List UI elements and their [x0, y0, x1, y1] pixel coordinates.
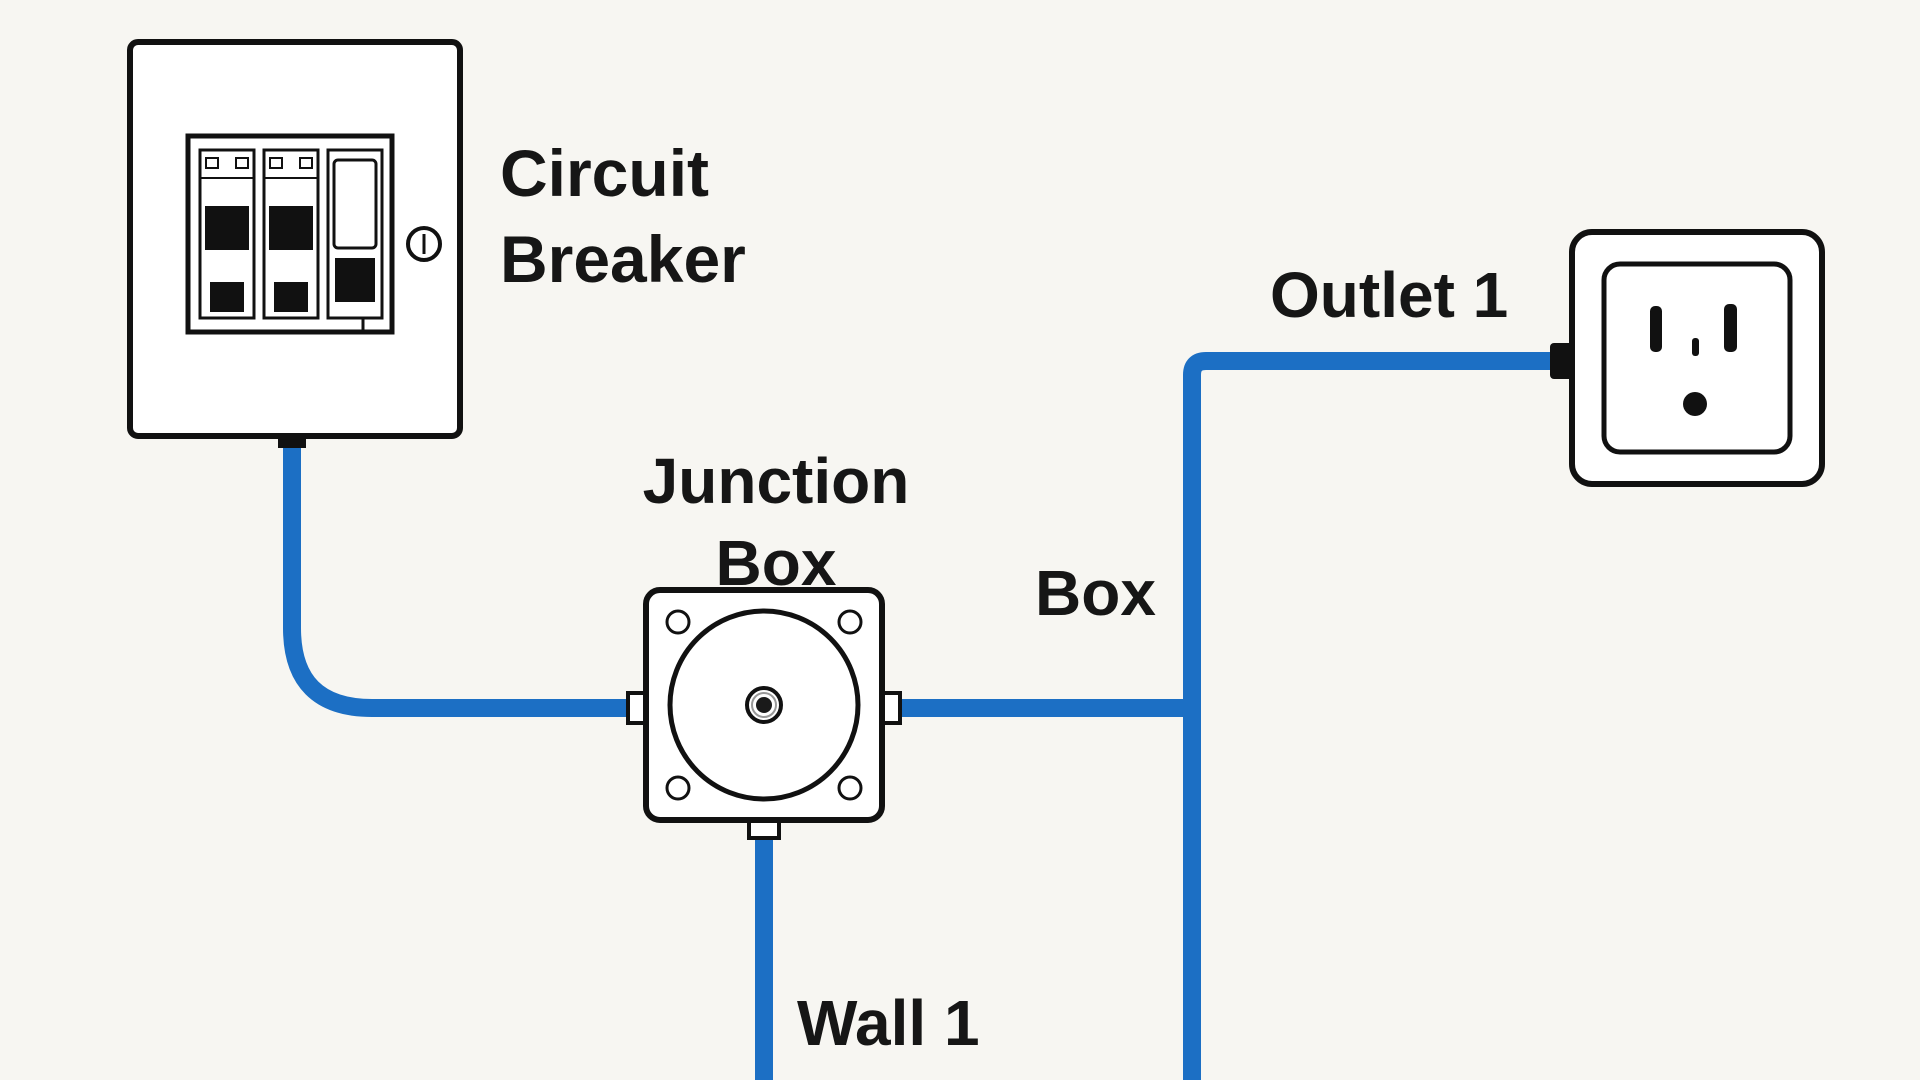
breaker-switch-1: [198, 148, 256, 320]
circuit-breaker-label: Circuit Breaker: [500, 130, 746, 302]
junction-box-label: Junction Box: [576, 440, 976, 604]
wall-1-label: Wall 1: [797, 987, 980, 1059]
junction-box-label-line1: Junction: [642, 445, 910, 517]
junction-screw-bottom-right: [837, 775, 863, 801]
breaker-switch-3: [326, 148, 384, 320]
wires: [283, 352, 1562, 1080]
circuit-breaker-label-line2: Breaker: [500, 222, 746, 296]
junction-screw-bottom-left: [665, 775, 691, 801]
junction-screw-top-right: [837, 609, 863, 635]
outlet-ground-hole: [1683, 392, 1707, 416]
outlet-slot-right: [1724, 304, 1737, 352]
circuit-breaker-label-line1: Circuit: [500, 136, 710, 210]
outlet-slot-left: [1650, 306, 1662, 352]
circuit-breaker-panel-icon: [127, 39, 463, 448]
breaker-switch-2: [262, 148, 320, 320]
outlet-1-label: Outlet 1: [1270, 259, 1509, 331]
box-label: Box: [1035, 557, 1156, 629]
wire-breaker-to-junction: [283, 436, 652, 717]
wire-branch-up-to-outlet: [1183, 352, 1562, 1080]
outlet-icon: [1550, 229, 1825, 487]
junction-screw-top-left: [665, 609, 691, 635]
junction-box-icon: [626, 587, 902, 840]
lock-screw-icon: [406, 226, 442, 262]
junction-box-label-line2: Box: [715, 527, 837, 599]
junction-center-hub: [745, 686, 783, 724]
outlet-face: [1601, 261, 1793, 455]
outlet-center-dash: [1692, 338, 1699, 356]
